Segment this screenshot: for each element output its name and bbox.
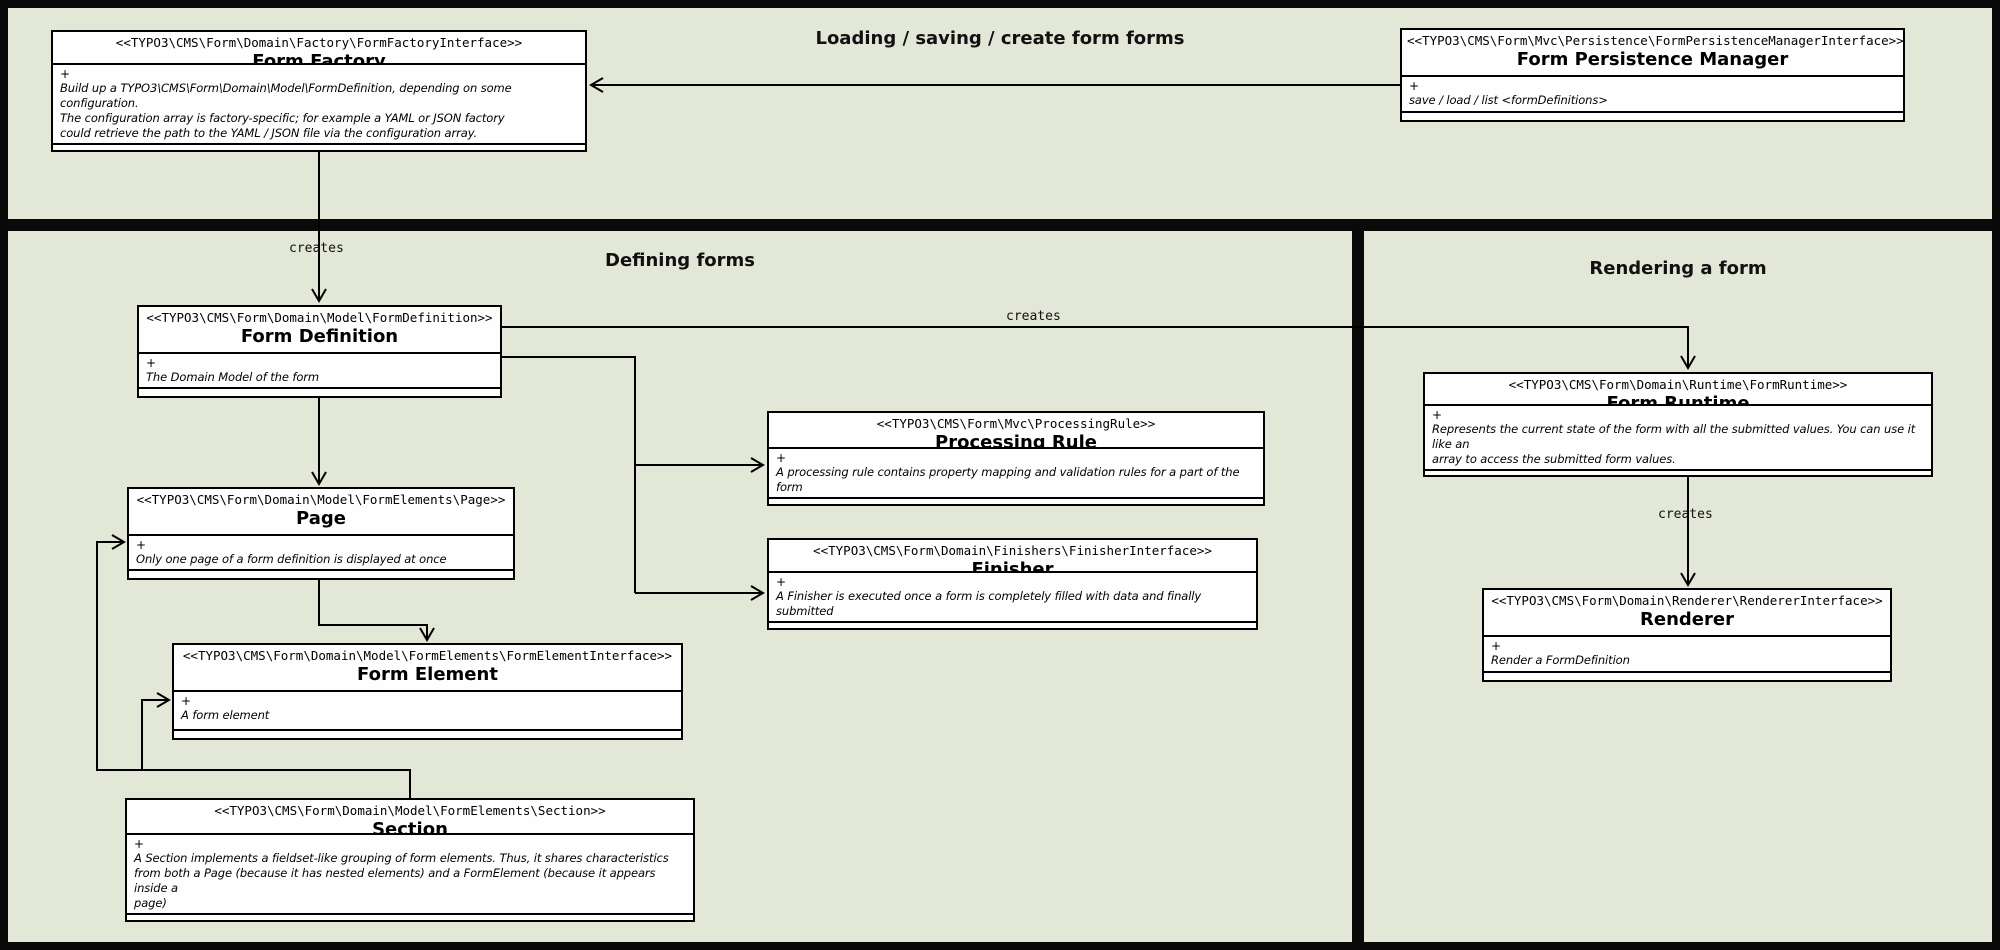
class-footer <box>769 621 1256 628</box>
class-form-definition: <<TYPO3\CMS\Form\Domain\Model\FormDefini… <box>137 305 502 398</box>
visibility-marker: + <box>1409 79 1420 93</box>
heading-rendering-form: Rendering a form <box>1589 258 1767 279</box>
class-footer <box>53 143 585 150</box>
class-stereotype: <<TYPO3\CMS\Form\Mvc\ProcessingRule>> <box>876 416 1156 431</box>
visibility-marker: + <box>1491 639 1502 653</box>
class-processing-rule: <<TYPO3\CMS\Form\Mvc\ProcessingRule>> Pr… <box>767 411 1265 506</box>
visibility-marker: + <box>146 356 157 370</box>
class-body: + The Domain Model of the form <box>139 354 500 387</box>
class-footer <box>1425 468 1931 475</box>
class-title: <<TYPO3\CMS\Form\Domain\Model\FormElemen… <box>174 645 681 692</box>
heading-loading-saving: Loading / saving / create form forms <box>815 28 1185 49</box>
connector-definition-trunk <box>502 356 636 593</box>
class-footer <box>1402 111 1903 120</box>
class-body: + Only one page of a form definition is … <box>129 536 513 569</box>
class-footer <box>1484 671 1890 680</box>
connector-page-to-form-element <box>318 580 435 642</box>
class-stereotype: <<TYPO3\CMS\Form\Domain\Renderer\Rendere… <box>1491 593 1883 608</box>
visibility-marker: + <box>60 67 71 82</box>
class-body: + save / load / list <formDefinitions> <box>1402 77 1903 111</box>
class-description: Build up a TYPO3\CMS\Form\Domain\Model\F… <box>60 81 512 141</box>
class-title: <<TYPO3\CMS\Form\Mvc\ProcessingRule>> Pr… <box>769 413 1263 450</box>
class-form-runtime: <<TYPO3\CMS\Form\Domain\Runtime\FormRunt… <box>1423 372 1933 477</box>
class-name: Form Element <box>357 664 498 685</box>
class-section: <<TYPO3\CMS\Form\Domain\Model\FormElemen… <box>125 798 695 922</box>
heading-defining-forms: Defining forms <box>605 250 755 271</box>
class-description: save / load / list <formDefinitions> <box>1409 93 1608 107</box>
class-description: A form element <box>181 708 270 722</box>
class-body: + A form element <box>174 692 681 729</box>
class-stereotype: <<TYPO3\CMS\Form\Domain\Model\FormElemen… <box>136 492 506 507</box>
class-footer <box>139 387 500 396</box>
class-name: Renderer <box>1640 609 1734 630</box>
visibility-marker: + <box>181 694 192 708</box>
section-rendering-form <box>1364 231 1992 942</box>
visibility-marker: + <box>1432 407 1443 422</box>
class-body: + Represents the current state of the fo… <box>1425 406 1931 469</box>
class-name: Form Factory <box>252 51 386 66</box>
edge-label-creates-renderer: creates <box>1658 507 1713 522</box>
class-title: <<TYPO3\CMS\Form\Domain\Finishers\Finish… <box>769 540 1256 574</box>
class-name: Form Persistence Manager <box>1516 49 1789 70</box>
class-stereotype: <<TYPO3\CMS\Form\Mvc\Persistence\FormPer… <box>1407 33 1903 48</box>
class-title: <<TYPO3\CMS\Form\Domain\Model\FormElemen… <box>129 489 513 536</box>
class-stereotype: <<TYPO3\CMS\Form\Domain\Runtime\FormRunt… <box>1508 377 1848 392</box>
class-description: Render a FormDefinition <box>1491 653 1630 667</box>
class-description: A processing rule contains property mapp… <box>776 465 1240 495</box>
class-description: A Section implements a fieldset-like gro… <box>134 851 669 911</box>
class-description: A Finisher is executed once a form is co… <box>776 589 1202 619</box>
class-page: <<TYPO3\CMS\Form\Domain\Model\FormElemen… <box>127 487 515 580</box>
class-description: Represents the current state of the form… <box>1432 421 1916 466</box>
class-form-element: <<TYPO3\CMS\Form\Domain\Model\FormElemen… <box>172 643 683 740</box>
class-title: <<TYPO3\CMS\Form\Domain\Model\FormElemen… <box>127 800 693 836</box>
class-stereotype: <<TYPO3\CMS\Form\Domain\Model\FormElemen… <box>182 648 673 663</box>
class-description: The Domain Model of the form <box>146 370 319 384</box>
class-footer <box>127 913 693 920</box>
visibility-marker: + <box>136 538 147 552</box>
class-name: Finisher <box>971 559 1054 574</box>
edge-label-creates-factory: creates <box>289 241 344 256</box>
class-body: + Build up a TYPO3\CMS\Form\Domain\Model… <box>53 65 585 143</box>
class-name: Section <box>372 819 448 836</box>
connector-definition-creates-runtime <box>502 326 1696 370</box>
class-footer <box>129 569 513 578</box>
class-name: Form Definition <box>240 326 399 347</box>
class-stereotype: <<TYPO3\CMS\Form\Domain\Model\FormDefini… <box>146 310 493 325</box>
class-title: <<TYPO3\CMS\Form\Domain\Runtime\FormRunt… <box>1425 374 1931 406</box>
class-body: + Render a FormDefinition <box>1484 637 1890 671</box>
class-name: Page <box>296 508 346 529</box>
class-name: Processing Rule <box>935 432 1097 450</box>
visibility-marker: + <box>134 837 145 852</box>
class-form-persistence-manager: <<TYPO3\CMS\Form\Mvc\Persistence\FormPer… <box>1400 28 1905 122</box>
connector-section-to-form-element <box>141 692 171 770</box>
class-body: + A Section implements a fieldset-like g… <box>127 835 693 913</box>
connector-section-to-page <box>96 534 411 798</box>
class-stereotype: <<TYPO3\CMS\Form\Domain\Model\FormElemen… <box>214 803 606 818</box>
class-stereotype: <<TYPO3\CMS\Form\Domain\Finishers\Finish… <box>813 543 1212 558</box>
class-finisher: <<TYPO3\CMS\Form\Domain\Finishers\Finish… <box>767 538 1258 630</box>
class-name: Form Runtime <box>1606 393 1750 406</box>
visibility-marker: + <box>776 451 787 466</box>
class-footer <box>769 497 1263 504</box>
class-renderer: <<TYPO3\CMS\Form\Domain\Renderer\Rendere… <box>1482 588 1892 682</box>
class-form-factory: <<TYPO3\CMS\Form\Domain\Factory\FormFact… <box>51 30 587 152</box>
edge-label-creates-runtime: creates <box>1006 309 1061 324</box>
visibility-marker: + <box>776 575 787 590</box>
class-title: <<TYPO3\CMS\Form\Mvc\Persistence\FormPer… <box>1402 30 1903 77</box>
class-body: + A processing rule contains property ma… <box>769 449 1263 497</box>
class-footer <box>174 729 681 738</box>
class-title: <<TYPO3\CMS\Form\Domain\Factory\FormFact… <box>53 32 585 66</box>
class-title: <<TYPO3\CMS\Form\Domain\Model\FormDefini… <box>139 307 500 354</box>
class-body: + A Finisher is executed once a form is … <box>769 573 1256 621</box>
class-description: Only one page of a form definition is di… <box>136 552 447 566</box>
class-title: <<TYPO3\CMS\Form\Domain\Renderer\Rendere… <box>1484 590 1890 637</box>
class-stereotype: <<TYPO3\CMS\Form\Domain\Factory\FormFact… <box>115 35 523 50</box>
